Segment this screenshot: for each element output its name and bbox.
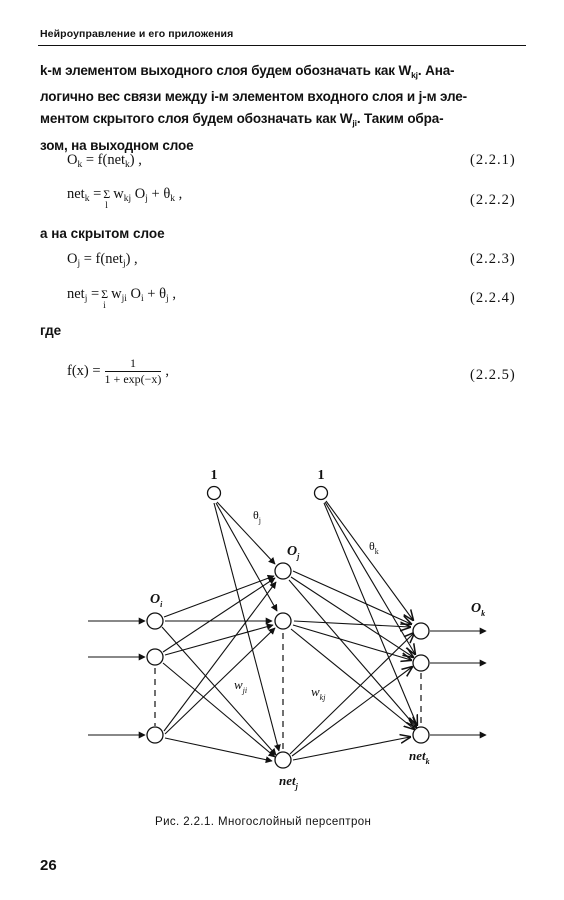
hidden-label-Oj: Oj <box>287 544 300 561</box>
weight-connection <box>289 633 414 755</box>
weight-connection <box>163 581 277 732</box>
equation-2-2-1: Ok = f(netk) , <box>67 152 142 170</box>
weight-connection <box>163 574 275 618</box>
weight-connection <box>162 662 276 758</box>
hidden-neuron <box>274 751 292 769</box>
bias-node-output <box>313 485 329 501</box>
figure-caption: Рис. 2.2.1. Многослойный персептрон <box>155 816 372 828</box>
weight-label-wkj: wkj <box>311 684 326 702</box>
weight-connection <box>164 627 276 735</box>
bias-label: 1 <box>211 468 218 483</box>
where-text: где <box>40 323 62 338</box>
intro-line-1: k-м элементом выходного слоя будем обозн… <box>40 63 455 80</box>
bias-connection <box>323 502 417 725</box>
weight-connection <box>288 579 416 727</box>
hidden-label-netj: netj <box>279 773 299 791</box>
weight-connection <box>292 624 411 660</box>
weight-label-wji: wji <box>234 677 247 695</box>
weight-connection <box>162 577 276 653</box>
equation-number-2-2-3: (2.2.3) <box>470 251 516 267</box>
bias-connection <box>325 500 413 620</box>
weight-connection <box>164 737 273 764</box>
bias-connection <box>216 501 276 565</box>
bias-connection <box>324 501 415 654</box>
equation-2-2-3: Oj = f(netj) , <box>67 251 138 269</box>
hidden-neuron <box>274 612 292 630</box>
theta-k-label: θk <box>369 539 379 556</box>
weight-connection <box>293 620 410 627</box>
weight-connection <box>290 576 413 657</box>
weight-connection <box>292 737 410 761</box>
input-neuron <box>146 726 164 744</box>
equation-number-2-2-1: (2.2.1) <box>470 152 516 168</box>
running-header: Нейроуправление и его приложения <box>40 28 234 40</box>
equation-number-2-2-5: (2.2.5) <box>470 367 516 383</box>
hidden-layer-text: а на скрытом слое <box>40 226 165 241</box>
dashed-guides <box>154 633 422 750</box>
bias-label: 1 <box>318 468 325 483</box>
page-number: 26 <box>40 857 57 874</box>
input-label-Oi: Oi <box>150 592 163 609</box>
bias-connection <box>215 502 278 612</box>
output-neuron <box>412 726 430 744</box>
bias-node-hidden <box>206 485 222 501</box>
output-neuron <box>412 622 430 640</box>
theta-j-label: θj <box>253 508 261 525</box>
weight-connection <box>161 626 277 756</box>
intro-line-3: ментом скрытого слоя будем обозначать ка… <box>40 111 444 129</box>
output-label-Ok: Ok <box>471 601 485 618</box>
intro-line-4: зом, на выходном слое <box>40 137 194 153</box>
header-rule <box>38 45 526 46</box>
weight-connection <box>290 628 414 729</box>
connections <box>88 500 487 764</box>
neurons <box>146 485 430 769</box>
equation-number-2-2-4: (2.2.4) <box>470 290 516 306</box>
hidden-neuron <box>274 562 292 580</box>
equation-number-2-2-2: (2.2.2) <box>470 192 516 208</box>
bias-connection <box>213 502 281 752</box>
input-neuron <box>146 648 164 666</box>
input-neuron <box>146 612 164 630</box>
intro-line-2: логично вес связи между i-м элементом вх… <box>40 89 467 105</box>
intro-paragraph: k-м элементом выходного слоя будем обозн… <box>40 60 522 157</box>
weight-connection <box>164 623 274 656</box>
output-label-netk: netk <box>409 748 430 766</box>
weight-connection <box>291 667 412 757</box>
output-neuron <box>412 654 430 672</box>
weight-connection <box>292 570 411 624</box>
